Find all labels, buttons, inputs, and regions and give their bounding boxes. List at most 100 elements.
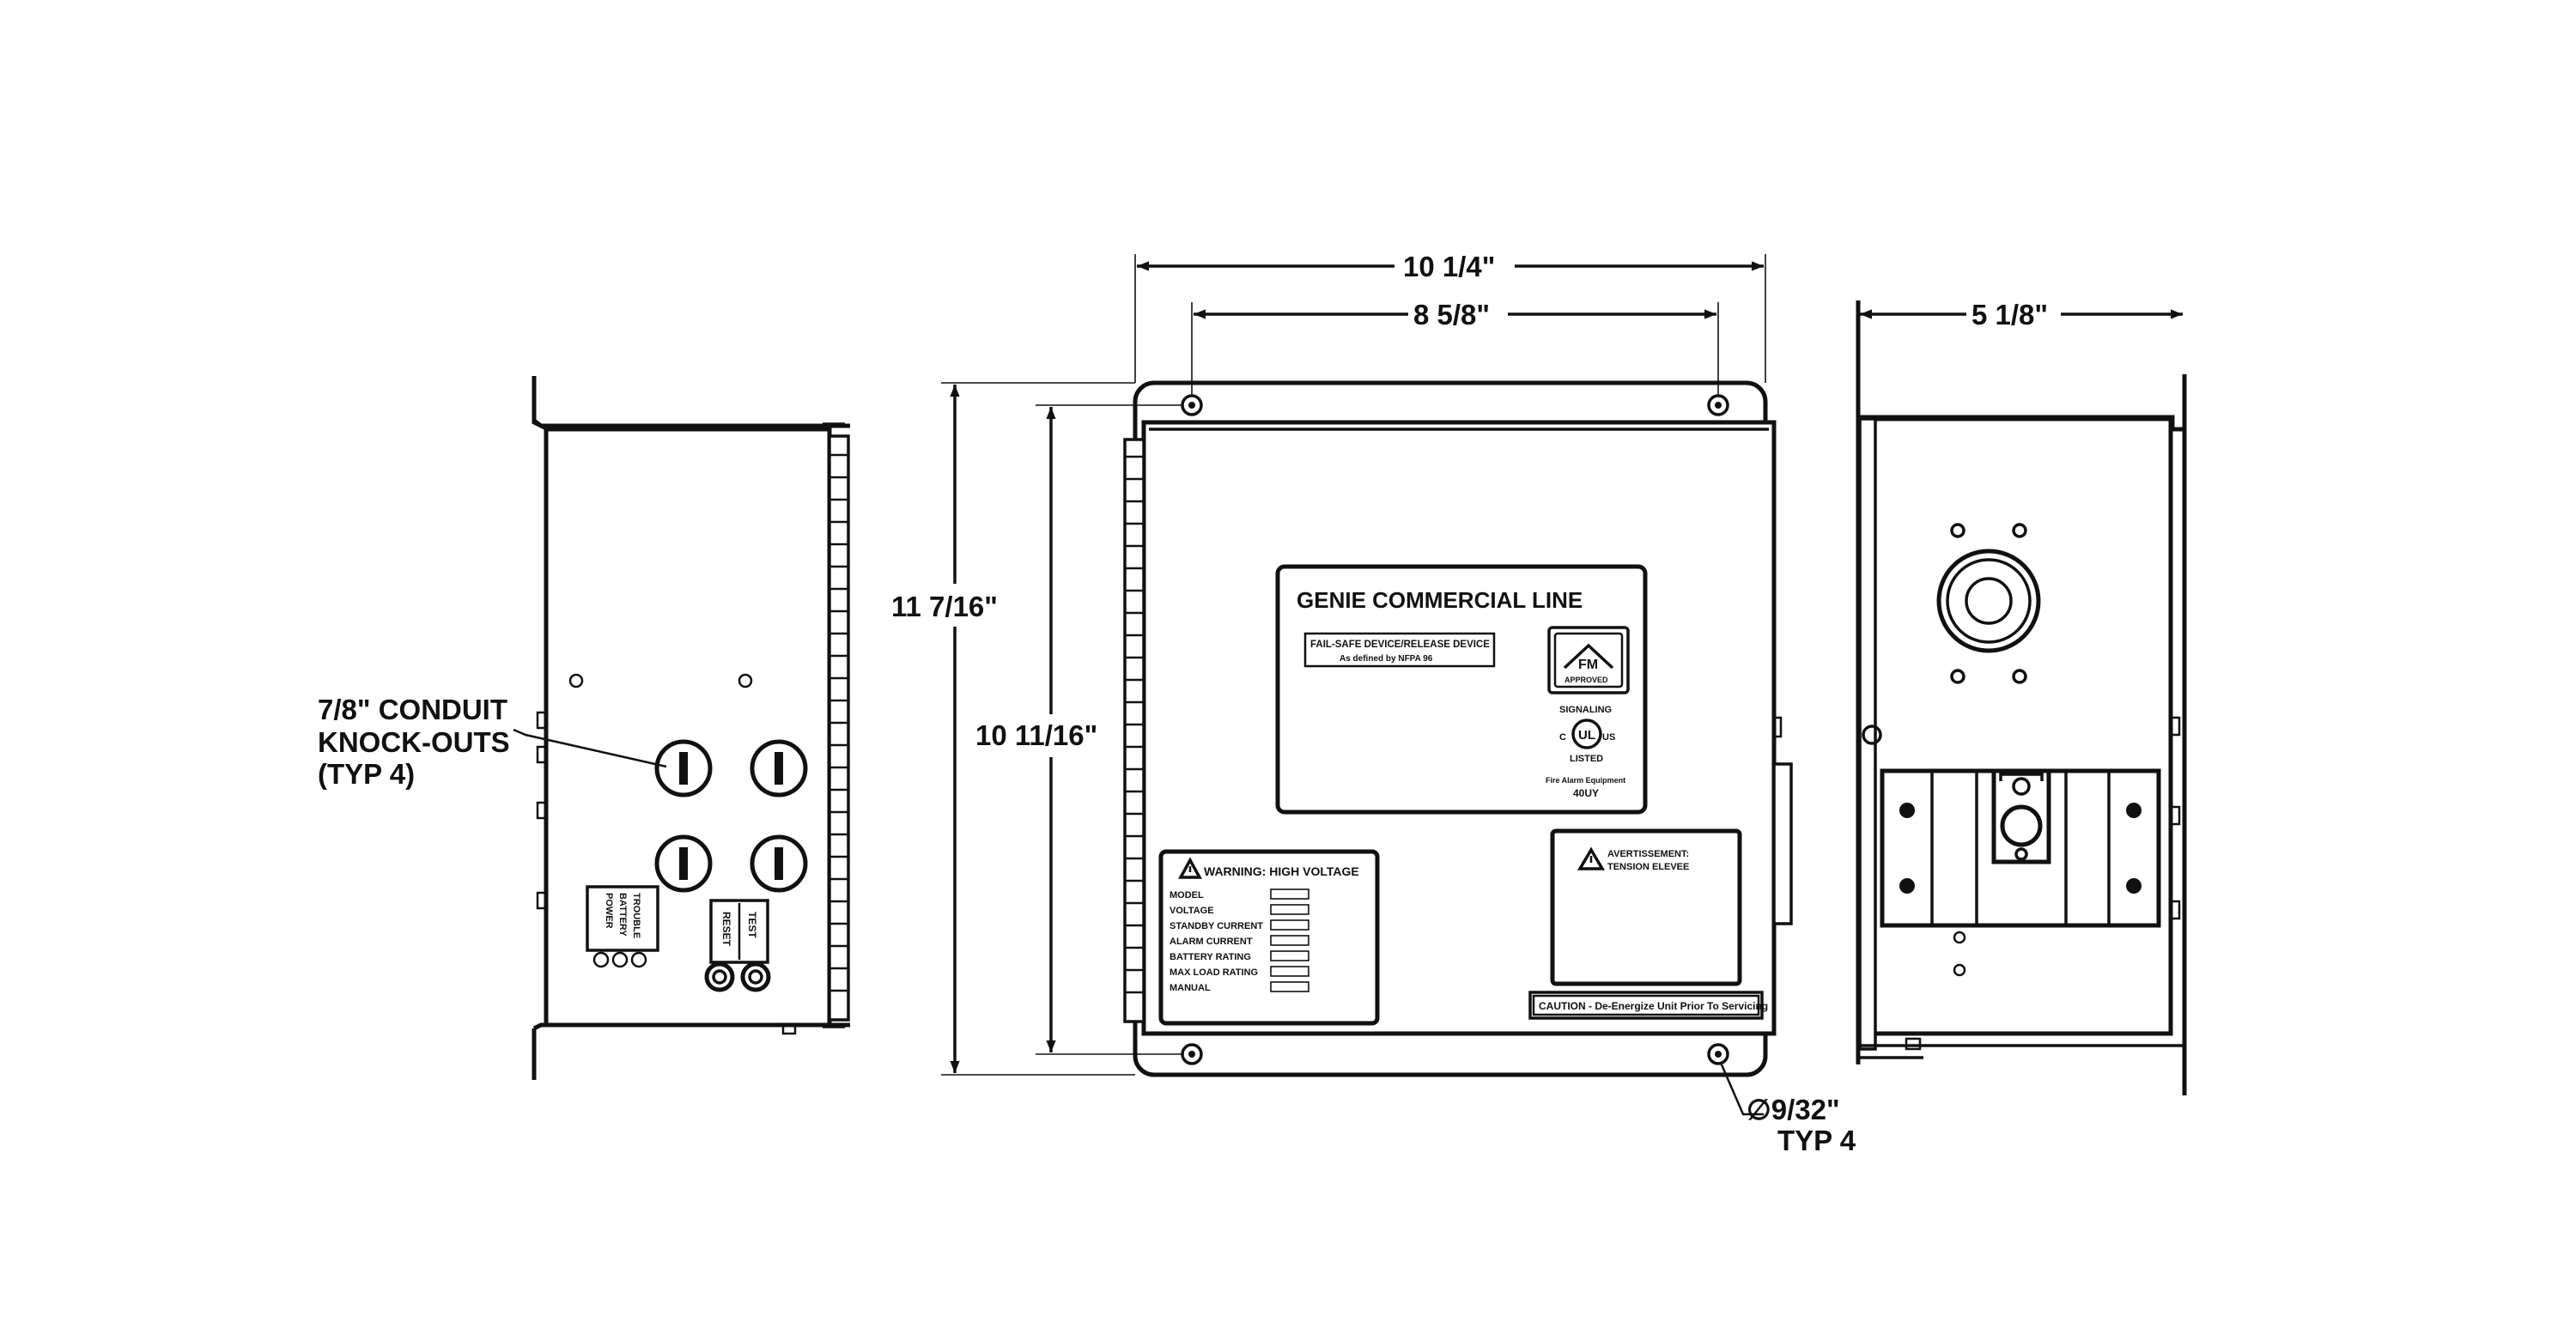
warning-row-label: ALARM CURRENT bbox=[1170, 937, 1253, 947]
hole-leader-line bbox=[1719, 1062, 1764, 1116]
warning-row-value-box bbox=[1270, 966, 1309, 977]
conduit-knockout bbox=[654, 834, 713, 893]
enclosure-door bbox=[1141, 420, 1777, 1036]
knockout-label-line3: (TYP 4) bbox=[318, 758, 415, 790]
label-reset: RESET bbox=[720, 912, 732, 947]
high-voltage-line2: TENSION ELEVEE bbox=[1607, 862, 1689, 872]
warning-triangle-icon bbox=[1178, 857, 1202, 879]
ul-right: US bbox=[1602, 732, 1615, 743]
dim-overall-width: 10 1/4" bbox=[1403, 251, 1495, 282]
ul-left: C bbox=[1559, 732, 1566, 743]
dim-mount-width: 8 5/8" bbox=[1413, 299, 1490, 330]
side-bump bbox=[536, 745, 548, 764]
door-hinge bbox=[1123, 438, 1145, 1023]
warning-row-value-box bbox=[1270, 919, 1309, 931]
warning-row-label: MODEL bbox=[1170, 890, 1204, 901]
fm-approved-logo: FM APPROVED bbox=[1547, 626, 1630, 694]
high-voltage-label bbox=[1550, 828, 1742, 986]
left-side-view: POWER BATTERY TROUBLE RESET TEST bbox=[532, 376, 850, 1080]
dim-mount-height: 10 11/16" bbox=[975, 719, 1097, 751]
door-hinge-ticks bbox=[1125, 455, 1144, 994]
front-view: GENIE COMMERCIAL LINE FAIL-SAFE DEVICE/R… bbox=[1123, 380, 1793, 1077]
side-bump bbox=[781, 1023, 797, 1035]
left-view-body bbox=[544, 427, 832, 1028]
side-bump bbox=[536, 711, 548, 730]
screw-hole bbox=[1950, 523, 1965, 538]
leader-line bbox=[513, 728, 667, 768]
knockout-callout: 7/8" CONDUIT KNOCK-OUTS (TYP 4) bbox=[318, 694, 667, 790]
large-knockout bbox=[1936, 549, 2041, 653]
led-indicator bbox=[592, 951, 610, 968]
label-trouble: TROUBLE bbox=[631, 893, 641, 938]
label-battery: BATTERY bbox=[617, 893, 628, 937]
latch-stud bbox=[1772, 716, 1783, 738]
screw-hole bbox=[568, 673, 584, 688]
high-voltage-triangle-icon bbox=[1577, 846, 1606, 870]
warning-row-value-box bbox=[1270, 888, 1309, 900]
warning-row-label: VOLTAGE bbox=[1170, 906, 1214, 916]
front-dimensions: 10 1/4" 8 5/8" 11 7/16" 10 11/16" ∅9/32"… bbox=[884, 251, 1856, 1156]
small-hole bbox=[1953, 963, 1966, 977]
warning-row-value-box bbox=[1270, 950, 1309, 961]
caution-strip bbox=[1528, 991, 1764, 1020]
right-view-body bbox=[1869, 416, 2173, 1036]
bracket-bolt bbox=[2126, 878, 2142, 894]
high-voltage-line1: AVERTISSEMENT: bbox=[1607, 849, 1689, 859]
reset-button bbox=[704, 961, 735, 992]
warning-rows: MODEL VOLTAGE STANDBY CURRENT ALARM CURRENT… bbox=[1170, 888, 1309, 993]
hinge-strip bbox=[828, 434, 850, 1022]
dim-hole-typ: TYP 4 bbox=[1777, 1125, 1856, 1156]
side-bump bbox=[536, 801, 548, 820]
product-label bbox=[1275, 564, 1648, 815]
warning-row-label: MAX LOAD RATING bbox=[1170, 967, 1258, 978]
reset-test-panel bbox=[709, 899, 769, 964]
signaling-text: SIGNALING bbox=[1559, 705, 1612, 715]
ul-listed-mark: C UL US bbox=[1559, 719, 1615, 749]
knockout-label-line2: KNOCK-OUTS bbox=[318, 726, 510, 758]
conduit-knockout bbox=[654, 739, 713, 797]
label-power: POWER bbox=[604, 893, 614, 929]
listing-code: 40UY bbox=[1573, 787, 1599, 799]
test-button bbox=[740, 961, 771, 992]
hinge-ticks bbox=[829, 453, 848, 992]
fm-approved-text: APPROVED bbox=[1564, 676, 1608, 684]
product-title: GENIE COMMERCIAL LINE bbox=[1297, 587, 1583, 613]
right-view-hinge bbox=[1858, 417, 1877, 1051]
conduit-knockout bbox=[750, 739, 808, 797]
door-latch bbox=[1772, 762, 1793, 925]
dim-overall-height: 11 7/16" bbox=[891, 591, 998, 622]
bracket-bolt bbox=[1899, 803, 1915, 818]
warning-title: WARNING: HIGH VOLTAGE bbox=[1204, 864, 1359, 878]
fire-alarm-text: Fire Alarm Equipment bbox=[1546, 776, 1625, 785]
mounting-hole bbox=[1181, 1043, 1203, 1065]
ul-mark: UL bbox=[1578, 728, 1595, 743]
small-hole bbox=[1953, 931, 1966, 944]
mounting-hole bbox=[1707, 1043, 1729, 1065]
warning-row-label: BATTERY RATING bbox=[1170, 952, 1251, 962]
warning-label bbox=[1158, 849, 1380, 1026]
right-side-view: 5 1/8" bbox=[1856, 299, 2187, 1095]
top-edge-left-view bbox=[532, 419, 850, 428]
screw-hole bbox=[1950, 669, 1965, 684]
warning-row-value-box bbox=[1270, 935, 1309, 946]
led-indicator bbox=[611, 951, 629, 968]
failsafe-line2: As defined by NFPA 96 bbox=[1340, 654, 1433, 664]
failsafe-line1: FAIL-SAFE DEVICE/RELEASE DEVICE bbox=[1310, 640, 1490, 650]
warning-row-label: STANDBY CURRENT bbox=[1170, 921, 1263, 931]
dim-side-depth: 5 1/8" bbox=[1971, 299, 2048, 330]
label-test: TEST bbox=[746, 912, 758, 938]
dim-hole-diameter: ∅9/32" bbox=[1747, 1094, 1840, 1125]
warning-row-value-box bbox=[1270, 981, 1309, 992]
conduit-knockout bbox=[750, 834, 808, 893]
listed-text: LISTED bbox=[1570, 754, 1603, 764]
failsafe-box bbox=[1303, 632, 1496, 668]
screw-hole bbox=[2012, 523, 2027, 538]
bracket-bolt bbox=[1899, 878, 1915, 894]
side-latch-pin bbox=[1862, 725, 1882, 745]
side-bump bbox=[536, 891, 548, 910]
plunger bbox=[2000, 804, 2043, 847]
led-indicator bbox=[630, 951, 647, 968]
bracket-bolt bbox=[2126, 803, 2142, 818]
caution-text: CAUTION - De-Energize Unit Prior To Serv… bbox=[1539, 1000, 1768, 1012]
